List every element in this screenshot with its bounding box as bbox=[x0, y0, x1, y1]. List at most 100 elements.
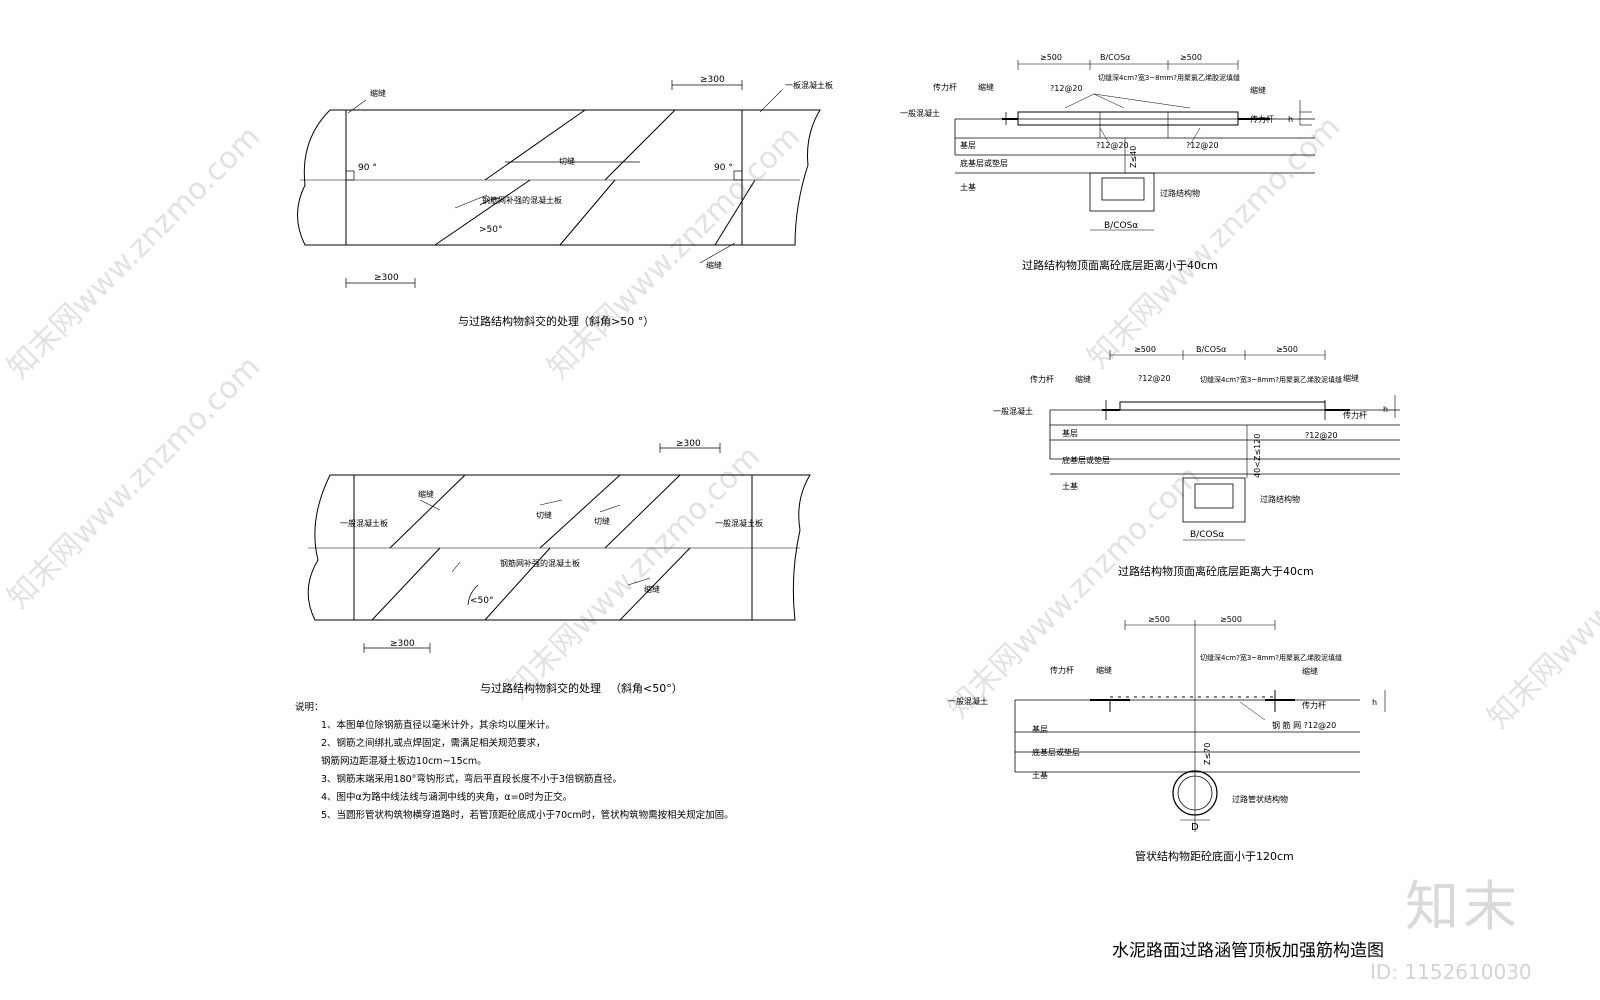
note-item-6: 5、当圆形管状构筑物横穿道路时，若管顶距砼底成小于70cm时，管状构筑物需按相关… bbox=[321, 810, 734, 821]
section-1-dim-bottom: B/COSα bbox=[1104, 221, 1138, 231]
section-1-z: Z≤40 bbox=[1129, 146, 1138, 168]
section-2-h: h bbox=[1383, 405, 1388, 414]
section-2-subbase: 底基层或垫层 bbox=[1062, 455, 1110, 465]
section-2-dowel-right: 传力杆 bbox=[1343, 410, 1367, 420]
section-3-z: Z≤70 bbox=[1203, 743, 1212, 765]
section-3-dowel-left: 传力杆 bbox=[1050, 665, 1074, 675]
section-3-dim-right: ≥500 bbox=[1220, 615, 1242, 624]
plan-a-diag-1 bbox=[484, 109, 586, 181]
plan-b-angle-50: <50° bbox=[470, 596, 494, 606]
plan-b-diag-5 bbox=[484, 547, 551, 621]
plan-b-diag-3 bbox=[604, 474, 681, 549]
brand-logo: 知末 bbox=[1405, 875, 1521, 938]
note-item-4: 3、钢筋末端采用180°弯钩形式，弯后平直段长度不小于3倍钢筋直径。 bbox=[321, 774, 622, 785]
note-item-5: 4、图中α为路中线法线与涵洞中线的夹角，α=0时为正交。 bbox=[321, 792, 573, 803]
plan-b-label-normal-right: 一般混凝土板 bbox=[715, 518, 763, 528]
section-2-structure bbox=[1182, 477, 1246, 523]
watermark-6: 知末网www.znzmo.com bbox=[941, 459, 1207, 725]
section-2-soil: 土基 bbox=[1062, 481, 1078, 491]
plan-a-angle-left: 90 ° bbox=[358, 163, 377, 173]
watermark-4: 知末网www.znzmo.com bbox=[1, 349, 267, 615]
section-1-h: h bbox=[1288, 115, 1293, 124]
section-2-rebar-top: ?12@20 bbox=[1138, 374, 1171, 383]
plan-b-caption-note: （斜角<50°） bbox=[610, 682, 683, 695]
plan-a-caption: 与过路结构物斜交的处理 bbox=[458, 314, 579, 328]
plan-b-diag-1 bbox=[389, 474, 466, 549]
section-1-soil: 土基 bbox=[960, 182, 976, 192]
watermark-1: 知末网www.znzmo.com bbox=[1, 119, 267, 385]
plan-b-diag-2 bbox=[539, 474, 621, 549]
notes-heading: 说明： bbox=[295, 702, 324, 713]
section-1-dim-b: B/COSα bbox=[1100, 53, 1130, 62]
section-2-dowel-left: 传力杆 bbox=[1030, 374, 1054, 384]
section-2: ≥500 B/COSα ≥500 传力杆 缩缝 ?12@20 切缝深4cm?宽3… bbox=[993, 345, 1400, 578]
plan-b: ≥300 ≥300 一般混凝土板 一般混凝土板 缩缝 切缝 切缝 钢筋网补强的混… bbox=[307, 439, 811, 695]
section-3-soil: 土基 bbox=[1032, 770, 1048, 780]
plan-a-diag-5 bbox=[714, 179, 756, 246]
main-title: 水泥路面过路涵管顶板加强筋构造图 bbox=[1112, 941, 1384, 961]
section-3-pipe bbox=[1172, 770, 1218, 816]
plan-b-label-suofeng-bottom: 缩缝 bbox=[644, 584, 660, 594]
section-2-suofeng-left: 缩缝 bbox=[1075, 374, 1091, 384]
plan-a-dim-bottom: ≥300 bbox=[374, 273, 399, 283]
section-2-dim-right: ≥500 bbox=[1276, 345, 1298, 354]
plan-b-outline bbox=[307, 474, 811, 621]
plan-a-diag-4 bbox=[559, 179, 616, 246]
section-3-dowel-right: 传力杆 bbox=[1302, 700, 1326, 710]
watermark-5: 知末网www.znzmo.com bbox=[501, 439, 767, 705]
plan-a-label-mesh: 钢筋网补强的混凝土板 bbox=[482, 195, 562, 205]
section-1-rebar-top: ?12@20 bbox=[1050, 84, 1083, 93]
section-2-dim-bottom: B/COSα bbox=[1190, 530, 1224, 540]
section-1-suofeng-left: 缩缝 bbox=[978, 82, 994, 92]
plan-b-label-mesh: 钢筋网补强的混凝土板 bbox=[500, 558, 580, 568]
note-item-3: 钢筋网边距混凝土板边10cm~15cm。 bbox=[321, 756, 487, 767]
section-2-z: 40<Z≤120 bbox=[1253, 434, 1262, 478]
section-3-d: D bbox=[1191, 822, 1199, 833]
section-1-normal-concrete: 一般混凝土 bbox=[900, 108, 940, 118]
section-2-normal-concrete: 一般混凝土 bbox=[993, 406, 1033, 416]
plan-a-diag-2 bbox=[604, 109, 676, 181]
section-2-caption: 过路结构物顶面离砼底层距离大于40cm bbox=[1118, 564, 1314, 578]
plan-b-caption: 与过路结构物斜交的处理 bbox=[480, 681, 601, 695]
section-1-subbase: 底基层或垫层 bbox=[960, 158, 1008, 168]
plan-a-right-angle-right bbox=[733, 170, 743, 181]
watermark-2: 知末网www.znzmo.com bbox=[541, 119, 807, 385]
section-3-cut-note: 切缝深4cm?宽3~8mm?用聚氯乙烯胶泥填缝 bbox=[1200, 653, 1342, 662]
page-id: ID: 1152610030 bbox=[1370, 960, 1532, 984]
watermarks: 知末网www.znzmo.com 知末网www.znzmo.com 知末网www… bbox=[1, 109, 1600, 735]
section-2-cut-note: 切缝深4cm?宽3~8mm?用聚氯乙烯胶泥填缝 bbox=[1200, 375, 1342, 384]
section-1-structure bbox=[1089, 172, 1155, 212]
section-1-cut-note: 切缝深4cm?宽3~8mm?用聚氯乙烯胶泥填缝 bbox=[1098, 73, 1240, 82]
plan-b-label-qiefeng-1: 切缝 bbox=[536, 510, 552, 520]
plan-b-label-qiefeng-2: 切缝 bbox=[594, 516, 610, 526]
section-1-structure-label: 过路结构物 bbox=[1160, 188, 1200, 198]
plan-b-label-normal-left: 一般混凝土板 bbox=[340, 518, 388, 528]
plan-a-label-suofeng-bottom: 缩缝 bbox=[706, 260, 722, 270]
section-3-h: h bbox=[1372, 698, 1377, 707]
watermark-7: 知末网www.znzmo.com bbox=[1481, 469, 1600, 735]
plan-a-label-slab: 一板混凝土板 bbox=[785, 80, 833, 90]
section-1-caption: 过路结构物顶面离砼底层距离小于40cm bbox=[1022, 258, 1218, 272]
section-3-subbase: 底基层或垫层 bbox=[1032, 747, 1080, 757]
section-2-base: 基层 bbox=[1062, 428, 1078, 438]
plan-b-label-suofeng-top: 缩缝 bbox=[418, 489, 434, 499]
section-1-dim-right: ≥500 bbox=[1180, 53, 1202, 62]
section-1-suofeng-right: 缩缝 bbox=[1250, 85, 1266, 95]
plan-a-angle-right: 90 ° bbox=[714, 163, 733, 173]
section-3-dim-left: ≥500 bbox=[1148, 615, 1170, 624]
plan-b-diag-4 bbox=[371, 547, 441, 621]
section-3: ≥500 ≥500 切缝深4cm?宽3~8mm?用聚氯乙烯胶泥填缝 传力杆 缩缝… bbox=[948, 615, 1386, 863]
section-1-rebar-bottom-right: ?12@20 bbox=[1186, 141, 1219, 150]
plan-b-dim-top: ≥300 bbox=[676, 439, 701, 449]
plan-a-caption-note: （斜角>50 °） bbox=[578, 315, 654, 328]
plan-a: ≥300 ≥300 缩缝 一板混凝土板 切缝 钢筋网补强的混凝土板 90 ° 9… bbox=[297, 75, 833, 328]
plan-a-label-qiefeng: 切缝 bbox=[559, 156, 575, 166]
section-1-dowel-right: 传力杆 bbox=[1250, 114, 1274, 124]
section-2-rebar-bottom: ?12@20 bbox=[1305, 431, 1338, 440]
plan-a-label-suofeng-top: 缩缝 bbox=[370, 88, 386, 98]
plan-a-angle-50: >50° bbox=[479, 225, 503, 235]
section-1: ≥500 B/COSα ≥500 传力杆 缩缝 ?12@20 切缝深4cm?宽3… bbox=[900, 53, 1315, 272]
section-1-base: 基层 bbox=[960, 140, 976, 150]
section-1-dim-left: ≥500 bbox=[1040, 53, 1062, 62]
